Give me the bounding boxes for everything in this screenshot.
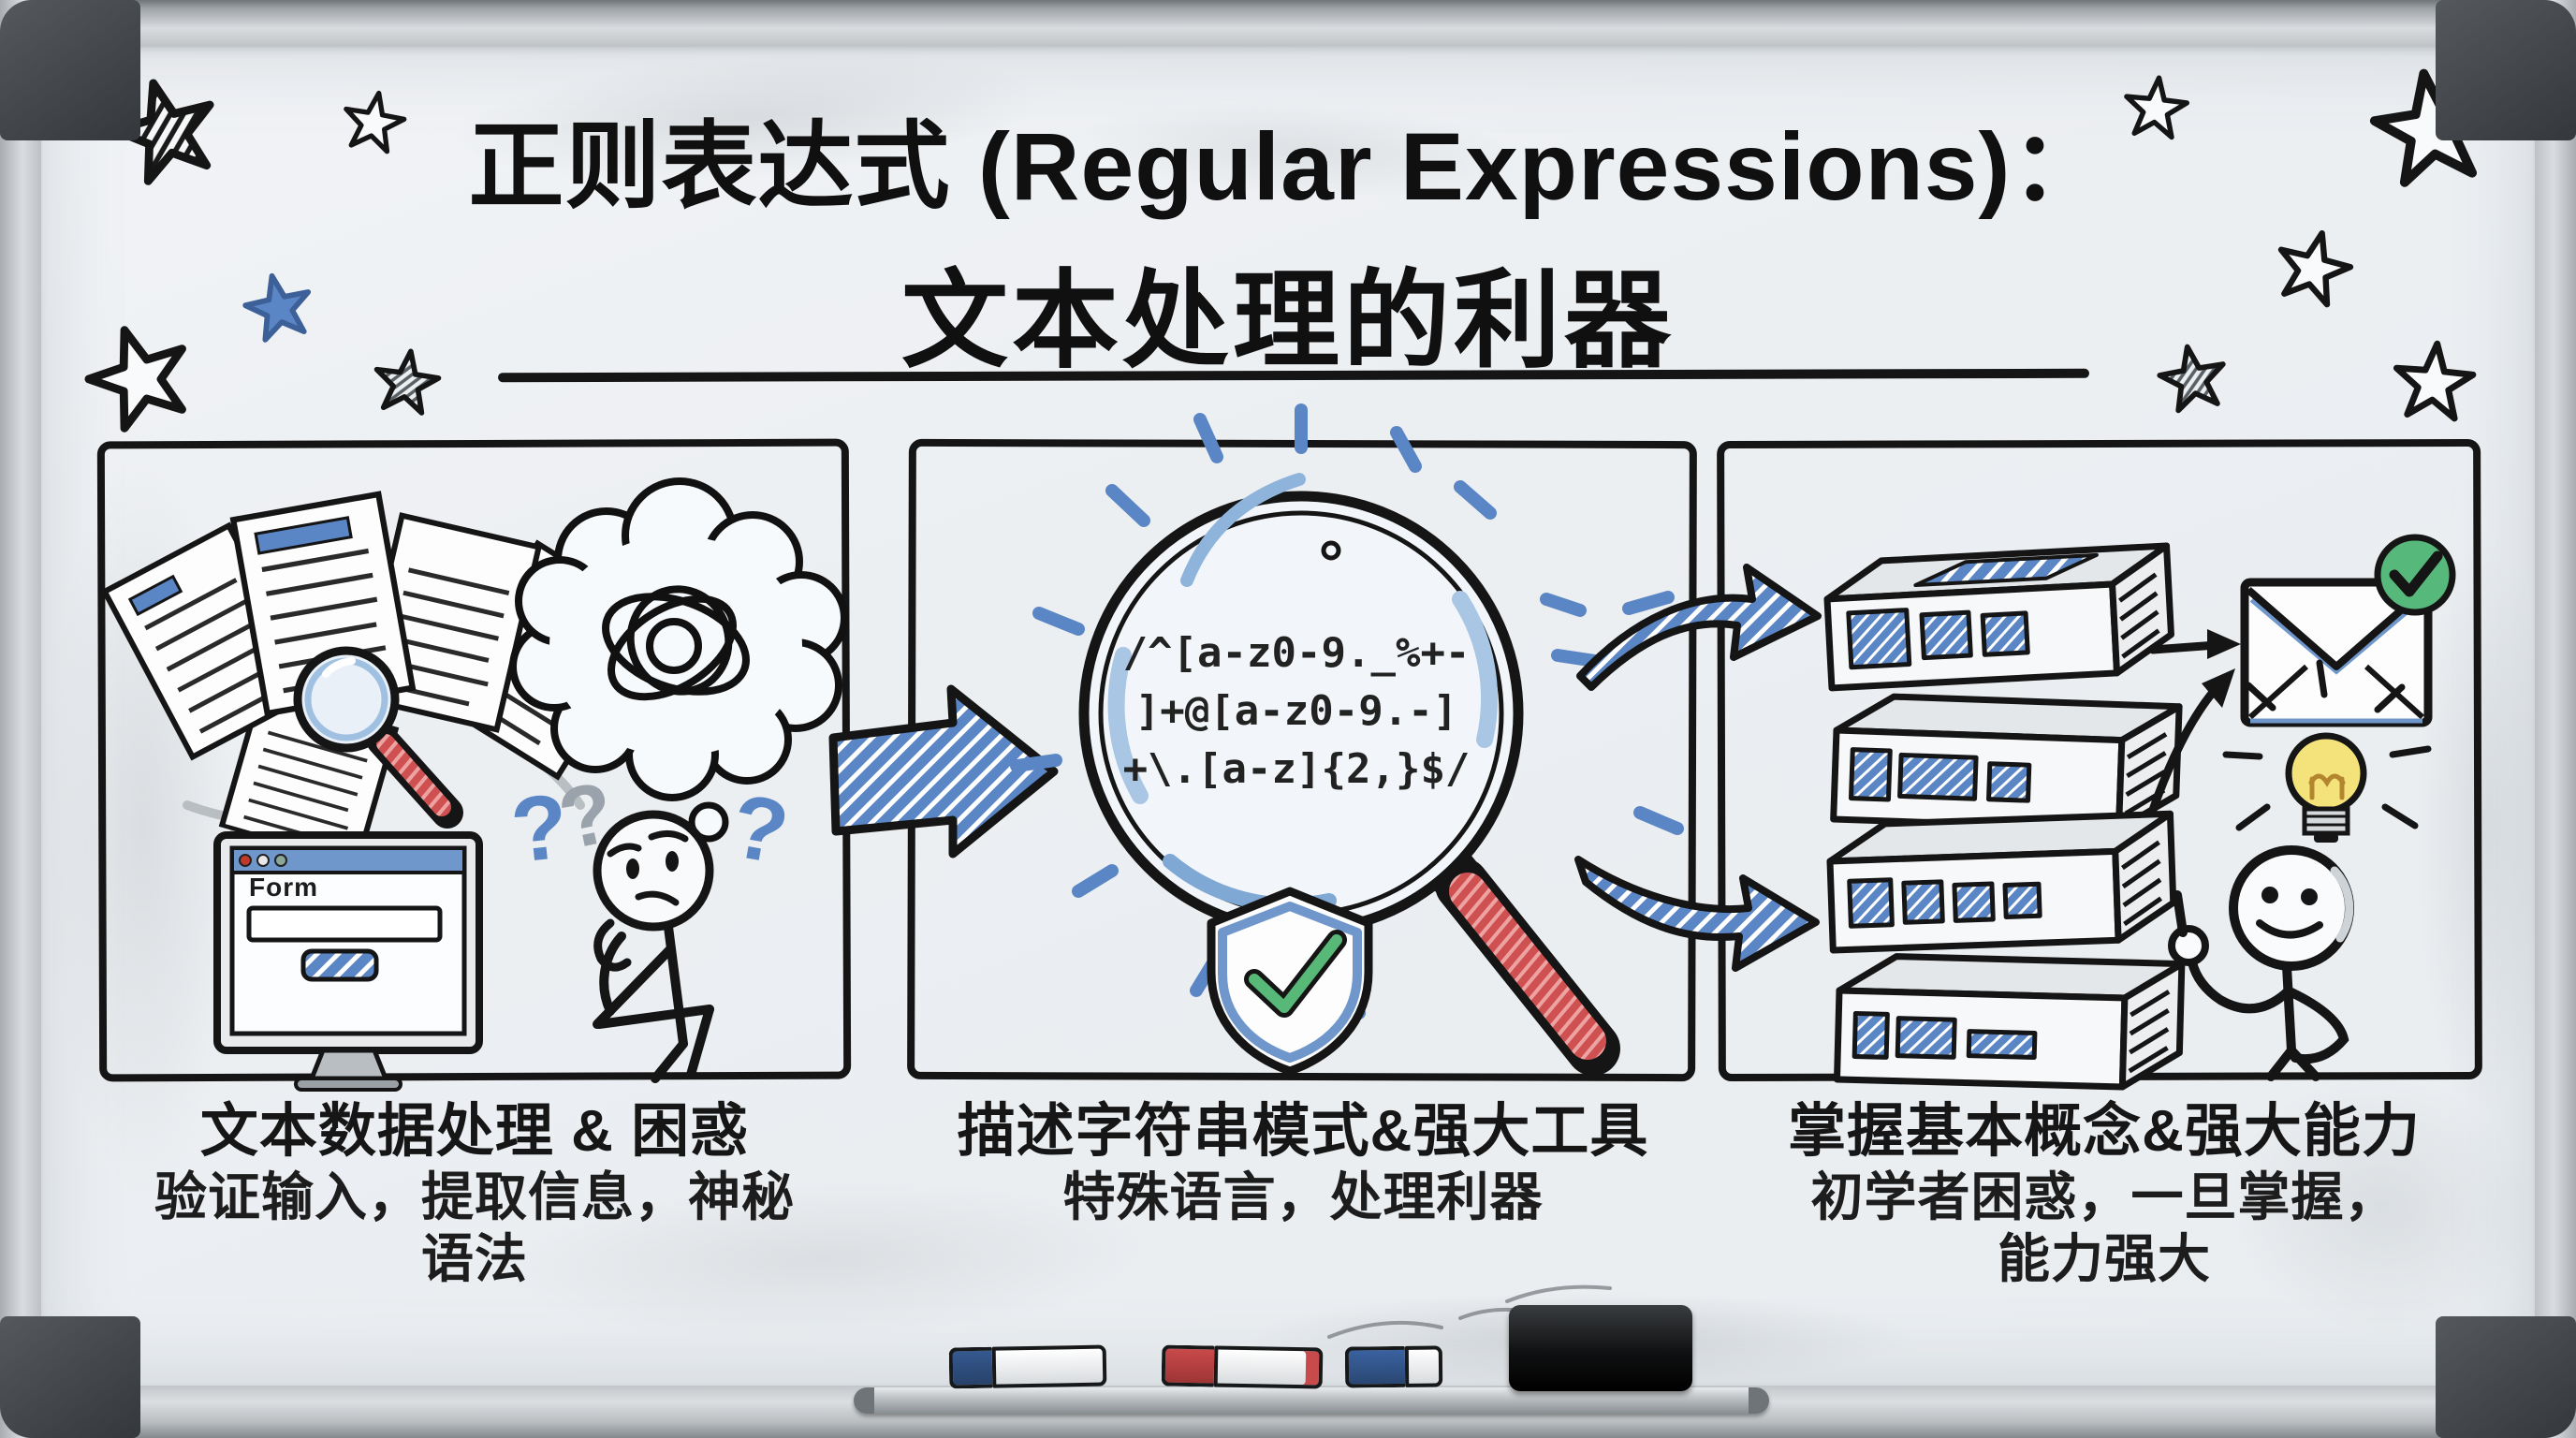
check-badge-icon [2374, 534, 2456, 616]
marker-body [1404, 1345, 1443, 1387]
panel-1-heading: 文本数据处理 & 困惑 [199, 1099, 750, 1164]
marker-blue-2 [1344, 1345, 1443, 1388]
form-input [246, 905, 443, 943]
server-stack-icon [1823, 542, 2186, 1091]
regex-line-1: /^[a-z0-9._%+- [1122, 629, 1471, 677]
magnifying-glass-large-icon [1078, 473, 1620, 1076]
curved-arrow-up-icon [2148, 668, 2235, 814]
marker-body [1213, 1345, 1324, 1389]
block-arrow-icon [828, 684, 1059, 858]
marker-red [1161, 1344, 1324, 1389]
panel-1-body-line: 语法 [421, 1229, 528, 1288]
panel-1-body-line: 验证输入，提取信息，神秘 [154, 1167, 795, 1226]
arrow-right-icon [2148, 629, 2241, 659]
panel-3-body-line: 初学者困惑，一旦掌握， [1810, 1167, 2398, 1226]
panel-3-heading: 掌握基本概念&强大能力 [1788, 1099, 2421, 1164]
regex-line-3: +\.[a-z]{2,}$/ [1122, 745, 1471, 793]
frame-corner [0, 1316, 140, 1438]
panel-2-body-line: 特殊语言，处理利器 [1062, 1167, 1544, 1226]
panel-3-body-line: 能力强大 [1998, 1229, 2211, 1288]
thought-scribble-cloud-icon [509, 477, 848, 887]
form-button [300, 948, 379, 982]
frame-corner [2436, 1316, 2576, 1438]
question-mark: ? [724, 775, 795, 884]
envelope-verified-icon [2240, 534, 2456, 727]
panel-3-caption: 掌握基本概念&强大能力 初学者困惑，一旦掌握， 能力强大 [1724, 1097, 2484, 1290]
window-dot [256, 854, 270, 867]
panel-1-caption: 文本数据处理 & 困惑 验证输入，提取信息，神秘 语法 [105, 1097, 844, 1290]
regex-line-2: ]+@[a-z0-9.-] [1134, 687, 1458, 735]
lightbulb-icon [2222, 659, 2432, 843]
panel-2-caption: 描述字符串模式&强大工具 特殊语言，处理利器 [910, 1097, 1696, 1228]
frame-top [0, 0, 2576, 47]
marker-body [991, 1344, 1107, 1388]
marker-tray [854, 1387, 1769, 1414]
panel-2-heading: 描述字符串模式&强大工具 [957, 1099, 1649, 1164]
question-mark: ? [506, 773, 573, 882]
page-title-line2: 文本处理的利器 [900, 262, 1675, 381]
marker-blue-1 [948, 1344, 1107, 1389]
marker-cap [948, 1346, 993, 1389]
frame-left [0, 0, 41, 1438]
page-title-line1: 正则表达式 (Regular Expressions)： [468, 113, 2108, 220]
shield-check-icon [1207, 887, 1373, 1076]
frame-corner [2436, 0, 2576, 140]
curved-arrows-icon [1574, 564, 1822, 972]
monitor-form-icon [213, 831, 483, 1092]
whiteboard-eraser [1509, 1305, 1692, 1391]
marker-cap [1344, 1345, 1406, 1388]
frame-right [2535, 0, 2576, 1438]
form-window-label: Form [249, 873, 318, 902]
frame-corner [0, 0, 140, 140]
magnifying-glass-icon [293, 646, 463, 829]
window-dot [274, 854, 287, 867]
marker-cap [1161, 1344, 1215, 1387]
sparkle-dashes-icon [1010, 404, 1684, 1020]
window-dot-red [239, 854, 252, 867]
thinking-stick-figure-icon [593, 810, 714, 1083]
happy-stick-figure-icon [2168, 845, 2354, 1081]
